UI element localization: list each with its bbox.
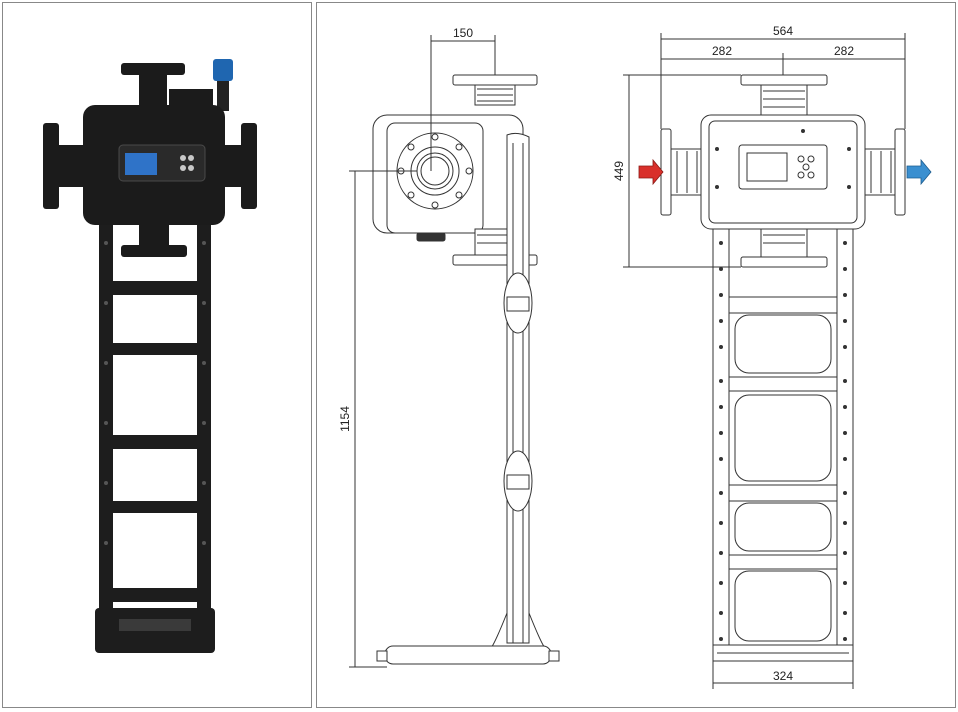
front-view (660, 74, 906, 662)
dim-label-150: 150 (453, 26, 473, 40)
photo-top-flange (121, 63, 213, 107)
dim-1154: 1154 (338, 170, 417, 668)
dim-282-right: 282 (783, 44, 905, 60)
product-photo (43, 59, 257, 653)
dim-324: 324 (712, 661, 854, 689)
dim-564: 564 (660, 24, 906, 129)
dim-282-left: 282 (661, 44, 784, 75)
outlet-arrow (906, 158, 932, 186)
technical-drawing: 150 1154 (338, 24, 932, 689)
dim-label-324: 324 (773, 669, 793, 683)
photo-display (118, 144, 206, 182)
photo-side-flanges (43, 123, 257, 209)
side-view (372, 74, 560, 665)
dim-label-449: 449 (612, 161, 626, 181)
dim-150: 150 (430, 26, 496, 171)
photo-stand (95, 218, 215, 653)
dim-label-282-right: 282 (834, 44, 854, 58)
dim-449: 449 (612, 74, 741, 268)
technical-drawing-panel: 150 1154 (316, 2, 956, 708)
dim-label-564: 564 (773, 24, 793, 38)
dim-label-282-left: 282 (712, 44, 732, 58)
photo-bottom-flange (121, 225, 187, 257)
inlet-arrow (638, 158, 664, 186)
dim-label-1154: 1154 (338, 406, 352, 432)
product-photo-panel (2, 2, 312, 708)
photo-actuator (213, 59, 233, 111)
